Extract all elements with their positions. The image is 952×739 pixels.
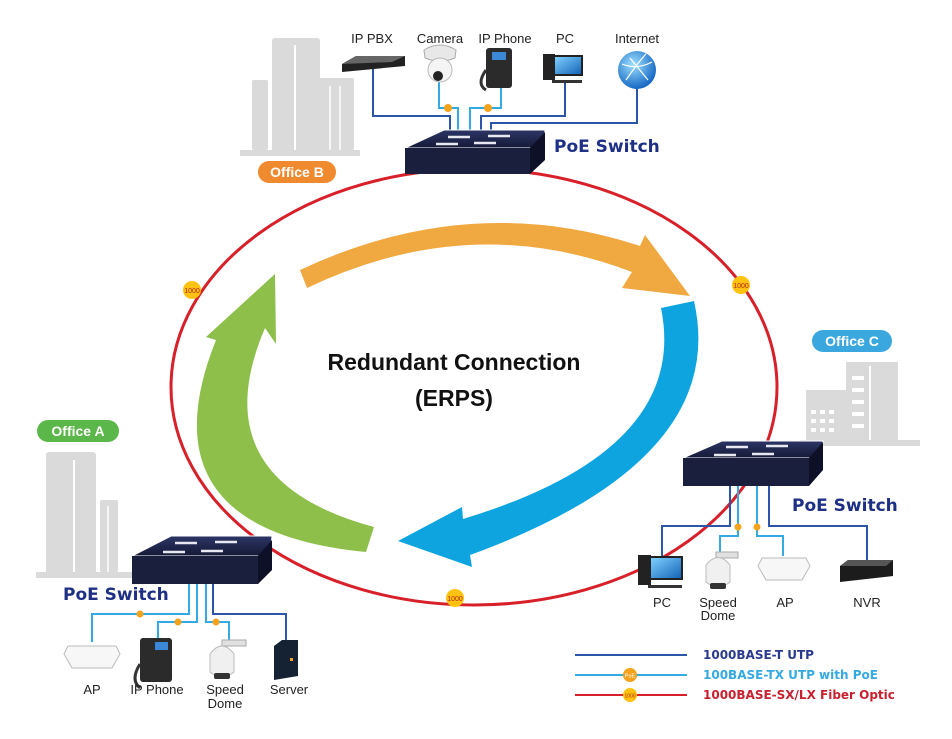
legend-item-fiber: 1000 1000BASE-SX/LX Fiber Optic bbox=[575, 688, 895, 702]
device-label: Server bbox=[270, 682, 309, 697]
svg-text:100BASE-TX UTP with PoE: 100BASE-TX UTP with PoE bbox=[703, 668, 878, 682]
switch-a-label: PoE Switch bbox=[63, 585, 169, 605]
svg-text:1000: 1000 bbox=[184, 288, 200, 295]
speed-dome-icon bbox=[705, 551, 739, 589]
poe-switch-office-a[interactable] bbox=[131, 535, 273, 584]
legend-item-utp: 1000BASE-T UTP bbox=[575, 648, 814, 662]
svg-text:1000: 1000 bbox=[624, 694, 635, 700]
switch-b-label: PoE Switch bbox=[554, 137, 660, 157]
globe-icon bbox=[618, 51, 656, 89]
diagram-title-line2: (ERPS) bbox=[415, 385, 493, 411]
poe-switch-office-c[interactable] bbox=[682, 440, 824, 486]
device-label: Camera bbox=[417, 31, 464, 46]
arrow-orange bbox=[300, 222, 690, 296]
office-b-badge: Office B bbox=[258, 161, 336, 183]
device-label: Dome bbox=[701, 608, 736, 623]
office-a-badge: Office A bbox=[37, 420, 119, 442]
svg-text:1000: 1000 bbox=[733, 283, 749, 290]
device-label: AP bbox=[776, 595, 793, 610]
pc-icon bbox=[638, 555, 683, 588]
device-label: IP Phone bbox=[478, 31, 531, 46]
office-a-cables bbox=[91, 584, 287, 644]
device-label: IP PBX bbox=[351, 31, 393, 46]
server-icon bbox=[274, 640, 298, 680]
fiber-badge: 1000 bbox=[183, 281, 201, 299]
diagram-title-line1: Redundant Connection bbox=[328, 349, 581, 375]
device-label: PC bbox=[653, 595, 671, 610]
poe-switch-office-b[interactable] bbox=[404, 129, 546, 174]
switch-c-label: PoE Switch bbox=[792, 496, 898, 516]
device-label: AP bbox=[83, 682, 100, 697]
svg-text:1000BASE-T UTP: 1000BASE-T UTP bbox=[703, 648, 814, 662]
device-label: Dome bbox=[208, 696, 243, 711]
svg-text:PoE: PoE bbox=[625, 674, 636, 680]
device-label: Speed bbox=[699, 595, 737, 610]
office-b-cables bbox=[372, 60, 638, 132]
dome-camera-icon bbox=[423, 44, 457, 83]
ip-phone-icon bbox=[479, 48, 512, 92]
device-label: NVR bbox=[853, 595, 880, 610]
ip-phone-icon bbox=[133, 638, 172, 690]
office-b-label: Office B bbox=[270, 164, 324, 180]
arrow-blue bbox=[398, 301, 699, 567]
device-label: Internet bbox=[615, 31, 659, 46]
office-c-label: Office C bbox=[825, 333, 879, 349]
legend: 1000BASE-T UTP PoE 100BASE-TX UTP with P… bbox=[575, 648, 895, 702]
device-label: PC bbox=[556, 31, 574, 46]
nvr-icon bbox=[840, 560, 893, 582]
arrow-green bbox=[196, 274, 374, 552]
pc-icon bbox=[543, 54, 583, 83]
ip-pbx-icon bbox=[342, 56, 405, 72]
device-label: IP Phone bbox=[130, 682, 183, 697]
building-office-a-icon bbox=[36, 452, 132, 578]
device-label: Speed bbox=[206, 682, 244, 697]
fiber-badge: 1000 bbox=[732, 276, 750, 294]
office-a-label: Office A bbox=[51, 423, 104, 439]
svg-text:1000: 1000 bbox=[447, 596, 463, 603]
building-office-b-icon bbox=[240, 38, 360, 156]
legend-item-poe: PoE 100BASE-TX UTP with PoE bbox=[575, 668, 878, 682]
svg-text:1000BASE-SX/LX Fiber Optic: 1000BASE-SX/LX Fiber Optic bbox=[703, 688, 895, 702]
access-point-icon bbox=[757, 557, 811, 581]
speed-dome-icon bbox=[209, 639, 247, 679]
office-c-cables bbox=[661, 486, 868, 560]
building-office-c-icon bbox=[800, 362, 920, 446]
access-point-icon bbox=[63, 645, 121, 669]
fiber-badge: 1000 bbox=[446, 589, 464, 607]
office-c-badge: Office C bbox=[812, 330, 892, 352]
